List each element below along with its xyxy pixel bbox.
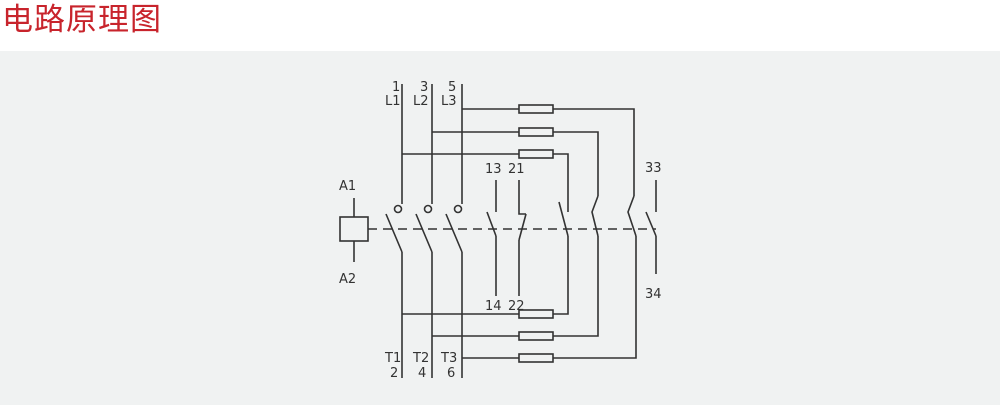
heater-top-1-wire bbox=[553, 108, 635, 196]
pole1-contact-circle bbox=[393, 204, 403, 214]
extra-top-label: 33 bbox=[645, 161, 662, 176]
pole2-load-label: T2 bbox=[412, 351, 429, 366]
pole3-contact-circle bbox=[453, 204, 463, 214]
extra-no-blade bbox=[645, 211, 657, 237]
page-title: 电路原理图 bbox=[2, 2, 162, 38]
aux-nc-top-label: 21 bbox=[508, 162, 525, 177]
pole2-contact-circle bbox=[423, 204, 433, 214]
pole1-line-num: 1 bbox=[392, 80, 400, 95]
heater-top-1 bbox=[518, 104, 554, 114]
pole2-load-num: 4 bbox=[418, 366, 426, 381]
overload-contact-1 bbox=[558, 201, 569, 237]
heater-top-2 bbox=[518, 127, 554, 137]
aux-no-bottom-label: 14 bbox=[485, 299, 502, 314]
pole1-blade bbox=[385, 213, 403, 253]
heater-top-2-wire bbox=[553, 131, 599, 196]
pole2-line-label: L2 bbox=[413, 94, 429, 109]
coil-box bbox=[339, 216, 369, 242]
heater-top-3-wire bbox=[553, 153, 569, 212]
pole1-line-label: L1 bbox=[385, 94, 401, 109]
aux-no-top-label: 13 bbox=[485, 162, 502, 177]
heater-bottom-3 bbox=[518, 353, 554, 363]
heater-bottom-3-wire bbox=[553, 236, 637, 359]
pole1-load-label: T1 bbox=[384, 351, 401, 366]
pole3-line-num: 5 bbox=[448, 80, 456, 95]
heater-bottom-2 bbox=[518, 331, 554, 341]
pole3-blade bbox=[445, 213, 463, 253]
aux-no-blade bbox=[486, 211, 497, 237]
aux-nc-bottom-label: 22 bbox=[508, 299, 525, 314]
pole3-load-num: 6 bbox=[447, 366, 455, 381]
coil-label-top: A1 bbox=[339, 179, 356, 194]
extra-bottom-label: 34 bbox=[645, 287, 662, 302]
overload-contact-3 bbox=[627, 195, 637, 237]
coil-label-bottom: A2 bbox=[339, 272, 356, 287]
overload-contact-2 bbox=[591, 195, 599, 237]
heater-bottom-1-wire bbox=[553, 236, 569, 315]
pole3-line-label: L3 bbox=[441, 94, 457, 109]
heater-top-3 bbox=[518, 149, 554, 159]
pole2-blade bbox=[415, 213, 433, 253]
pole2-line-num: 3 bbox=[420, 80, 428, 95]
pole1-load-num: 2 bbox=[390, 366, 398, 381]
aux-nc-blade bbox=[518, 213, 527, 241]
diagram-panel bbox=[0, 51, 1000, 405]
aux-nc-line-top bbox=[518, 180, 526, 215]
heater-bottom-2-wire bbox=[553, 236, 599, 337]
pole3-load-label: T3 bbox=[440, 351, 457, 366]
